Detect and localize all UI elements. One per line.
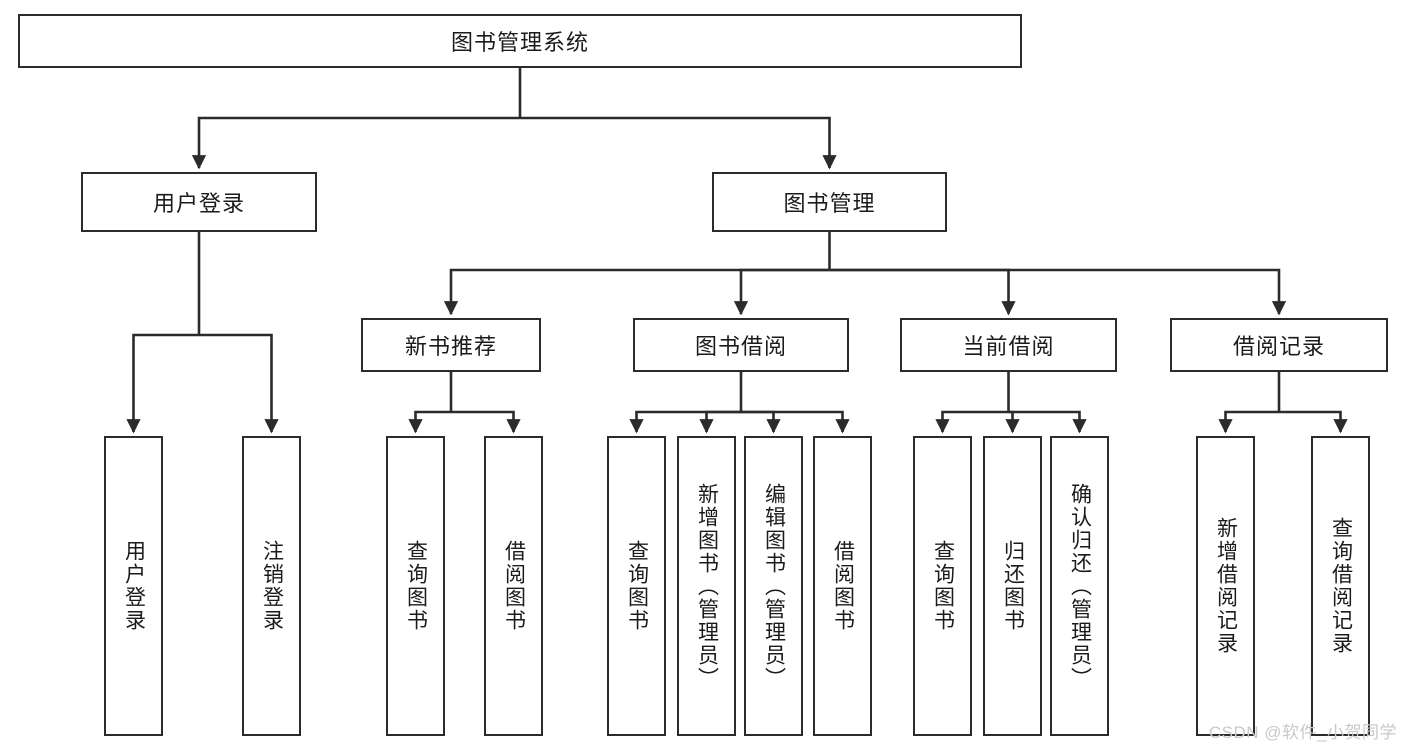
node-label-leaf-user-logout: 注销登录: [260, 540, 284, 632]
csdn-watermark: CSDN @软件_小贺同学: [1208, 723, 1397, 742]
node-leaf-user-logout[interactable]: 注销登录: [242, 436, 301, 736]
node-leaf-query-borrow-record[interactable]: 查询借阅记录: [1311, 436, 1370, 736]
node-label-leaf-confirm-return: 确认归还（管理员）: [1068, 482, 1092, 690]
node-leaf-borrow-book[interactable]: 借阅图书: [813, 436, 872, 736]
node-label-book-manage: 图书管理: [783, 191, 876, 216]
node-label-new-book-recommend: 新书推荐: [404, 334, 497, 359]
node-label-leaf-add-borrow-record: 新增借阅记录: [1214, 517, 1238, 655]
node-leaf-query-book-recommend[interactable]: 查询图书: [386, 436, 445, 736]
node-leaf-confirm-return[interactable]: 确认归还（管理员）: [1050, 436, 1109, 736]
node-book-manage[interactable]: 图书管理: [712, 172, 947, 232]
node-leaf-return-book[interactable]: 归还图书: [983, 436, 1042, 736]
node-new-book-recommend[interactable]: 新书推荐: [361, 318, 541, 372]
node-user-login[interactable]: 用户登录: [81, 172, 317, 232]
node-label-user-login: 用户登录: [152, 191, 245, 216]
node-label-leaf-user-login: 用户登录: [122, 540, 146, 632]
node-leaf-add-borrow-record[interactable]: 新增借阅记录: [1196, 436, 1255, 736]
node-leaf-borrow-book-recommend[interactable]: 借阅图书: [484, 436, 543, 736]
node-book-borrow[interactable]: 图书借阅: [633, 318, 849, 372]
node-label-leaf-query-book-borrow: 查询图书: [625, 540, 649, 632]
node-current-borrow[interactable]: 当前借阅: [900, 318, 1117, 372]
node-leaf-query-book-current[interactable]: 查询图书: [913, 436, 972, 736]
node-root[interactable]: 图书管理系统: [18, 14, 1022, 68]
node-leaf-user-login[interactable]: 用户登录: [104, 436, 163, 736]
node-label-leaf-query-book-current: 查询图书: [931, 540, 955, 632]
node-label-leaf-edit-book: 编辑图书（管理员）: [762, 482, 786, 690]
node-label-root: 图书管理系统: [450, 30, 589, 55]
node-label-leaf-borrow-book-recommend: 借阅图书: [502, 540, 526, 632]
node-label-leaf-add-book: 新增图书（管理员）: [695, 482, 719, 690]
node-leaf-query-book-borrow[interactable]: 查询图书: [607, 436, 666, 736]
node-label-borrow-record: 借阅记录: [1232, 334, 1325, 359]
node-label-leaf-borrow-book: 借阅图书: [831, 540, 855, 632]
node-label-leaf-query-borrow-record: 查询借阅记录: [1329, 517, 1353, 655]
node-label-leaf-query-book-recommend: 查询图书: [404, 540, 428, 632]
node-label-current-borrow: 当前借阅: [962, 334, 1055, 359]
node-leaf-add-book[interactable]: 新增图书（管理员）: [677, 436, 736, 736]
node-leaf-edit-book[interactable]: 编辑图书（管理员）: [744, 436, 803, 736]
node-label-book-borrow: 图书借阅: [694, 334, 787, 359]
node-borrow-record[interactable]: 借阅记录: [1170, 318, 1388, 372]
node-label-leaf-return-book: 归还图书: [1001, 540, 1025, 632]
